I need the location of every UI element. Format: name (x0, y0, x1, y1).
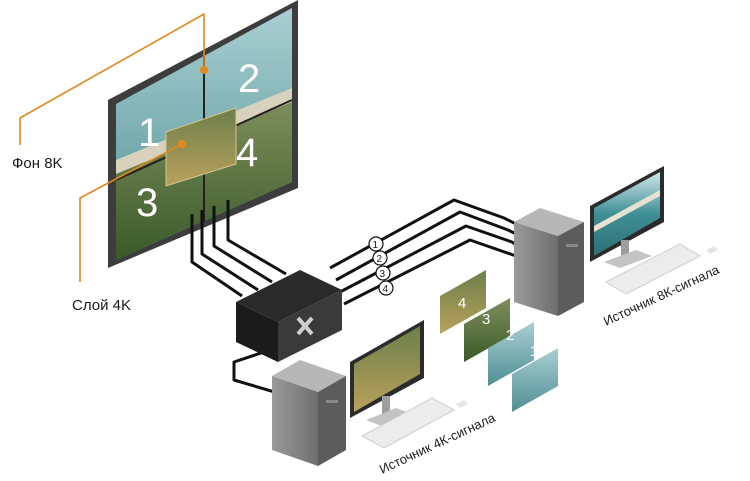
layer-4k-window (165, 107, 237, 187)
cable-marker-3 (375, 265, 391, 281)
pc-4k-drive-bay (326, 400, 338, 403)
pc-8k-top (514, 208, 584, 236)
pc-4k-top (272, 360, 346, 392)
cable-marker-1 (368, 236, 384, 252)
switcher-logo-icon (296, 316, 314, 336)
wall-number-4: 4 (236, 131, 258, 175)
monitor-4k-screen (354, 326, 420, 412)
cable-markers: 1 2 3 4 (368, 236, 394, 296)
wall-cable-1 (190, 214, 243, 298)
wall-cable-4 (226, 200, 287, 276)
video-wall: 1 2 3 4 (108, 0, 298, 268)
wall-number-3: 3 (136, 181, 158, 225)
source-8k-monitor (590, 166, 664, 268)
stack-number-4: 4 (458, 295, 466, 312)
cable-marker-2 (372, 250, 388, 266)
switcher-side (278, 290, 342, 362)
wall-number-1: 1 (138, 111, 160, 155)
leader-layer-4k (79, 143, 183, 282)
cable-marker-4-label: 4 (383, 284, 389, 295)
source-8k-keyboard (604, 243, 718, 295)
pc-8k-drive-bay (566, 244, 578, 247)
source-4k-keyboard (360, 397, 468, 449)
cable-marker-1-label: 1 (373, 240, 379, 251)
keyboard-4k (360, 397, 456, 449)
cable-marker-2-label: 2 (377, 254, 383, 265)
stack-image-3 (464, 298, 510, 362)
pc-8k-side (558, 222, 584, 316)
input-cable-1 (329, 198, 525, 270)
monitor-8k-beach (594, 190, 660, 232)
mouse-8k (706, 246, 718, 254)
stack-number-2: 2 (506, 327, 514, 344)
monitor-8k-stand (621, 240, 629, 258)
pc-4k-side (318, 376, 346, 466)
source-4k-monitor (350, 320, 424, 426)
stack-image-4 (440, 270, 486, 334)
video-switcher (236, 270, 342, 362)
wall-cable-3 (212, 206, 273, 284)
keyboard-8k (604, 243, 702, 295)
mouse-4k (456, 400, 468, 408)
source-8k-computer (514, 208, 584, 316)
pc-4k-front (272, 376, 318, 466)
leader-dot-background-8k (200, 66, 208, 74)
wall-cable-2 (200, 210, 259, 292)
label-layer-4k: Слой 4K (72, 297, 131, 314)
input-cable-4k (232, 348, 289, 398)
monitor-4k-base (366, 408, 412, 426)
stack-image-1 (512, 348, 558, 412)
label-background-8k: Фон 8K (12, 155, 63, 172)
stack-number-3: 3 (482, 311, 490, 328)
input-cables-8k (329, 198, 525, 306)
cable-marker-4 (378, 280, 394, 296)
wall-cables (190, 200, 287, 298)
pc-8k-front (514, 222, 558, 316)
leader-background-8k (19, 12, 205, 145)
leader-lines (19, 12, 208, 282)
monitor-8k-base (604, 250, 652, 268)
image-stack: 4 3 2 1 (440, 270, 558, 412)
source-4k-computer (272, 360, 346, 466)
monitor-4k-stand (382, 396, 390, 414)
switcher-front (236, 302, 278, 362)
switcher-top (236, 270, 342, 322)
cable-marker-3-label: 3 (380, 269, 386, 280)
stack-number-1: 1 (530, 343, 538, 360)
wall-number-2: 2 (238, 57, 260, 101)
leader-dot-layer-4k (178, 140, 186, 148)
stack-image-2 (488, 322, 534, 386)
